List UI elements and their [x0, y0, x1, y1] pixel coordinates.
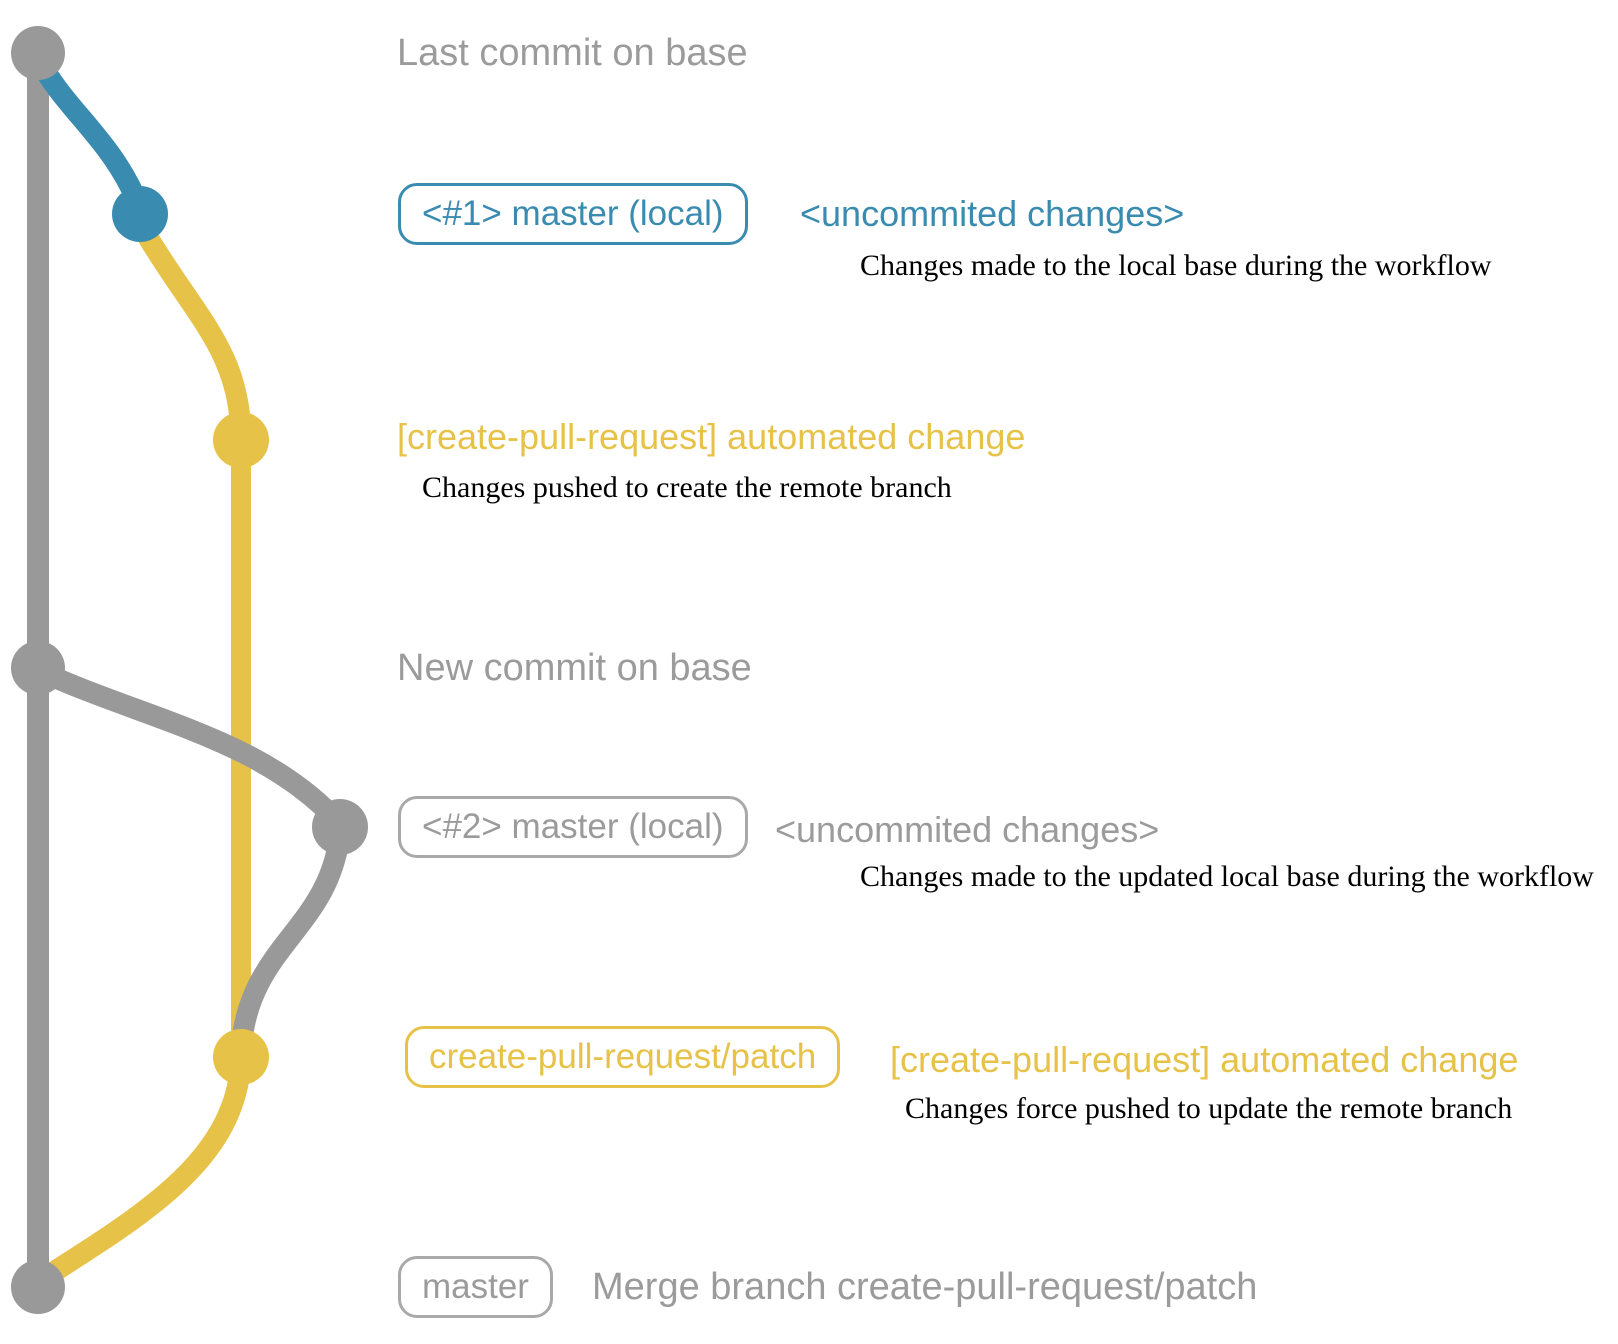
commit-dot-last-commit-on-base [11, 26, 65, 80]
commit-dot-merge-commit [11, 1260, 65, 1314]
local-master-branch-curve-2a [27, 659, 349, 833]
branch-badge-master-local-1: <#1> master (local) [398, 183, 748, 245]
commit-dot-local-master-2 [312, 799, 368, 855]
label-automated-change-2: [create-pull-request] automated change [890, 1039, 1519, 1080]
patch-branch-curve-top [135, 223, 252, 451]
label-last-commit-on-base: Last commit on base [397, 32, 748, 74]
label-new-commit-on-base: New commit on base [397, 647, 752, 689]
patch-branch-merge-curve [33, 1049, 252, 1289]
commit-graph [11, 26, 368, 1314]
local-master-branch-curve-1 [27, 47, 151, 219]
note-uncommitted-changes-1: <uncommited changes> [800, 193, 1185, 234]
label-merge-branch: Merge branch create-pull-request/patch [592, 1266, 1258, 1308]
commit-dot-automated-change-1 [213, 412, 269, 468]
desc-automated-change-1: Changes pushed to create the remote bran… [422, 471, 952, 504]
label-automated-change-1: [create-pull-request] automated change [397, 416, 1026, 457]
commit-dot-local-master-1 [112, 186, 168, 242]
commit-dot-new-commit-on-base [11, 641, 65, 695]
desc-automated-change-2: Changes force pushed to update the remot… [905, 1092, 1513, 1125]
note-uncommitted-changes-2: <uncommited changes> [775, 809, 1160, 850]
commit-dot-automated-change-2 [213, 1029, 269, 1085]
branch-badge-master: master [398, 1256, 553, 1318]
local-master-branch-curve-2b [230, 821, 351, 1061]
branch-badge-create-pull-request-patch: create-pull-request/patch [405, 1026, 841, 1088]
desc-uncommitted-changes-1: Changes made to the local base during th… [860, 249, 1492, 282]
branch-badge-master-local-2: <#2> master (local) [398, 796, 748, 858]
desc-uncommitted-changes-2: Changes made to the updated local base d… [860, 860, 1594, 893]
